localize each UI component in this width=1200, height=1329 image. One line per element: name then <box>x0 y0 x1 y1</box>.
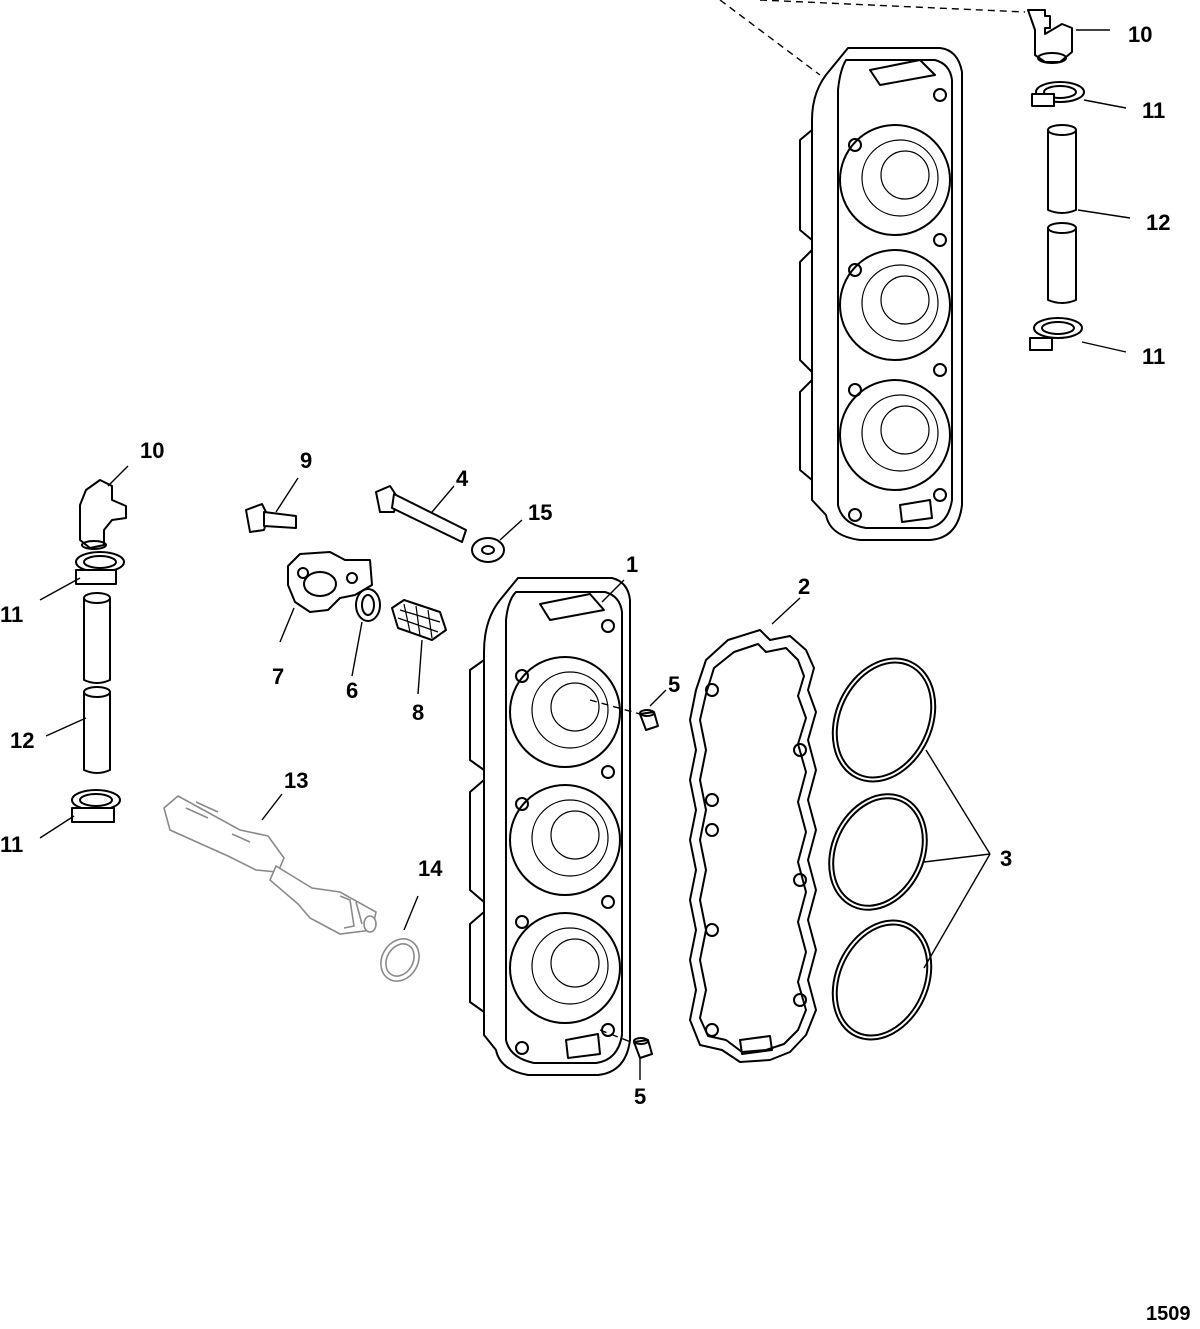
hidden-connection-line <box>719 0 821 76</box>
hose-left <box>83 592 111 774</box>
callout-11-upper-top: 11 <box>1142 98 1165 123</box>
dowel-pin-upper <box>639 709 659 731</box>
hose-upper <box>1047 124 1077 304</box>
bolt-small <box>245 503 297 533</box>
bolt-long <box>375 485 467 543</box>
hose-clamp-upper-bottom <box>1029 317 1083 351</box>
thermostat <box>391 599 447 641</box>
cylinder-head-main <box>469 577 641 1076</box>
callout-1: 1 <box>626 552 638 577</box>
callout-15: 15 <box>528 500 552 525</box>
callout-12-upper: 12 <box>1146 210 1170 235</box>
callout-8: 8 <box>412 700 424 725</box>
hose-clamp-left-top <box>75 551 125 585</box>
leader-lines <box>39 29 1131 1080</box>
callout-11-upper-bottom: 11 <box>1142 344 1165 369</box>
washer <box>471 537 505 563</box>
callout-11-left-bottom: 11 <box>0 832 23 857</box>
callout-13: 13 <box>284 768 308 793</box>
head-gasket <box>689 629 817 1063</box>
dowel-pin-lower <box>633 1037 653 1059</box>
o-ring-top <box>831 657 937 783</box>
callout-12-left: 12 <box>10 728 34 753</box>
hidden-connection-line <box>759 0 1026 13</box>
callout-labels: 1 2 3 4 5 5 6 7 8 9 10 10 11 11 11 11 12… <box>0 22 1191 1325</box>
elbow-fitting-upper <box>1027 9 1073 64</box>
elbow-fitting-left <box>79 479 127 550</box>
callout-10-upper: 10 <box>1128 22 1152 47</box>
callout-9: 9 <box>300 448 312 473</box>
callout-4: 4 <box>456 466 469 491</box>
callout-2: 2 <box>798 574 810 599</box>
callout-5-upper: 5 <box>668 672 680 697</box>
cylinder-head-upper <box>799 47 963 541</box>
callout-11-left-top: 11 <box>0 602 23 627</box>
o-ring-sensor <box>380 938 420 982</box>
callout-14: 14 <box>418 856 443 881</box>
seal-ring <box>355 588 381 622</box>
callout-5-lower: 5 <box>634 1084 646 1109</box>
callout-6: 6 <box>346 678 358 703</box>
temperature-sensor <box>163 795 377 935</box>
o-ring-bottom <box>831 919 933 1041</box>
o-ring-middle <box>828 793 928 911</box>
callout-10-left: 10 <box>140 438 164 463</box>
hose-clamp-left-bottom <box>71 789 121 823</box>
drawing-number: 1509 <box>1146 1303 1191 1325</box>
callout-7: 7 <box>272 664 284 689</box>
thermostat-cover <box>287 551 373 613</box>
hose-clamp-upper-top <box>1031 81 1085 107</box>
callout-3: 3 <box>1000 846 1012 871</box>
